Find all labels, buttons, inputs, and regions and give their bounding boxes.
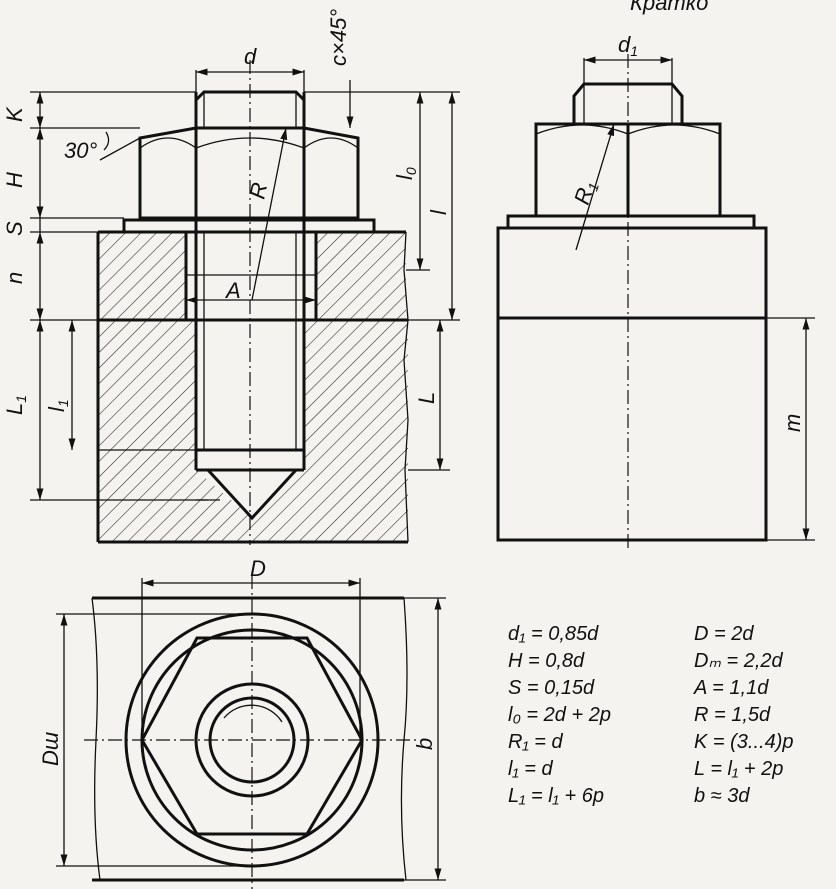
clearance-hole (186, 232, 316, 320)
formula-left-4: R₁ = d (508, 731, 564, 753)
formula-right-3: R = 1,5d (694, 704, 771, 726)
front-section-view: d c×45° K H S n L1 l1 30° R A (2, 9, 460, 545)
nut-front (138, 126, 360, 220)
label-d1-sub: 1 (630, 43, 638, 59)
formula-right-5: L = l₁ + 2p (694, 758, 783, 780)
formula-right-4: K = (3...4)p (694, 731, 794, 753)
label-Dsh: Dш (38, 732, 63, 766)
label-angle-30: 30° (64, 138, 97, 163)
label-d: d (244, 44, 257, 69)
formula-table: d₁ = 0,85d H = 0,8d S = 0,15d l₀ = 2d + … (508, 623, 794, 807)
formula-left-1: H = 0,8d (508, 650, 585, 672)
label-A: A (224, 278, 241, 303)
label-S: S (2, 221, 27, 236)
label-m: m (780, 414, 805, 432)
svg-text:l0: l0 (392, 167, 419, 180)
top-view: D Dш b (38, 556, 446, 889)
washer-front (122, 218, 376, 234)
label-l0: l (392, 174, 417, 180)
formula-right-2: A = 1,1d (693, 677, 769, 699)
label-R: R (244, 180, 272, 201)
formula-left-3: l₀ = 2d + 2p (508, 704, 611, 726)
formula-right-1: Dₘ = 2,2d (694, 650, 784, 672)
label-n: n (2, 272, 27, 284)
label-b: b (412, 738, 437, 750)
formula-right-0: D = 2d (694, 623, 754, 645)
header-fragment: Кратко (630, 0, 708, 15)
label-l: l (426, 209, 451, 215)
label-l1: l (44, 406, 69, 412)
svg-text:L1: L1 (2, 395, 29, 415)
label-l1-sub: 1 (55, 399, 71, 407)
label-H: H (2, 172, 27, 188)
formula-left-5: l₁ = d (508, 758, 554, 780)
label-l0-sub: 0 (403, 167, 419, 175)
label-L1-sub: 1 (13, 395, 29, 403)
label-L1: L (2, 403, 27, 415)
side-view: d1 R1 m (496, 32, 815, 552)
svg-text:d1: d1 (618, 32, 638, 59)
label-D: D (250, 556, 266, 581)
svg-text:R1: R1 (569, 177, 602, 208)
formula-left-6: L₁ = l₁ + 6p (508, 785, 604, 807)
label-R1: R (569, 185, 598, 208)
svg-text:l1: l1 (44, 399, 71, 412)
formula-right-6: b ≈ 3d (694, 785, 750, 807)
label-d1: d (618, 32, 631, 57)
label-K: K (2, 106, 27, 122)
formula-left-0: d₁ = 0,85d (508, 623, 599, 645)
label-chamfer: c×45° (326, 9, 351, 66)
formula-left-2: S = 0,15d (508, 677, 595, 699)
label-L: L (414, 392, 439, 404)
